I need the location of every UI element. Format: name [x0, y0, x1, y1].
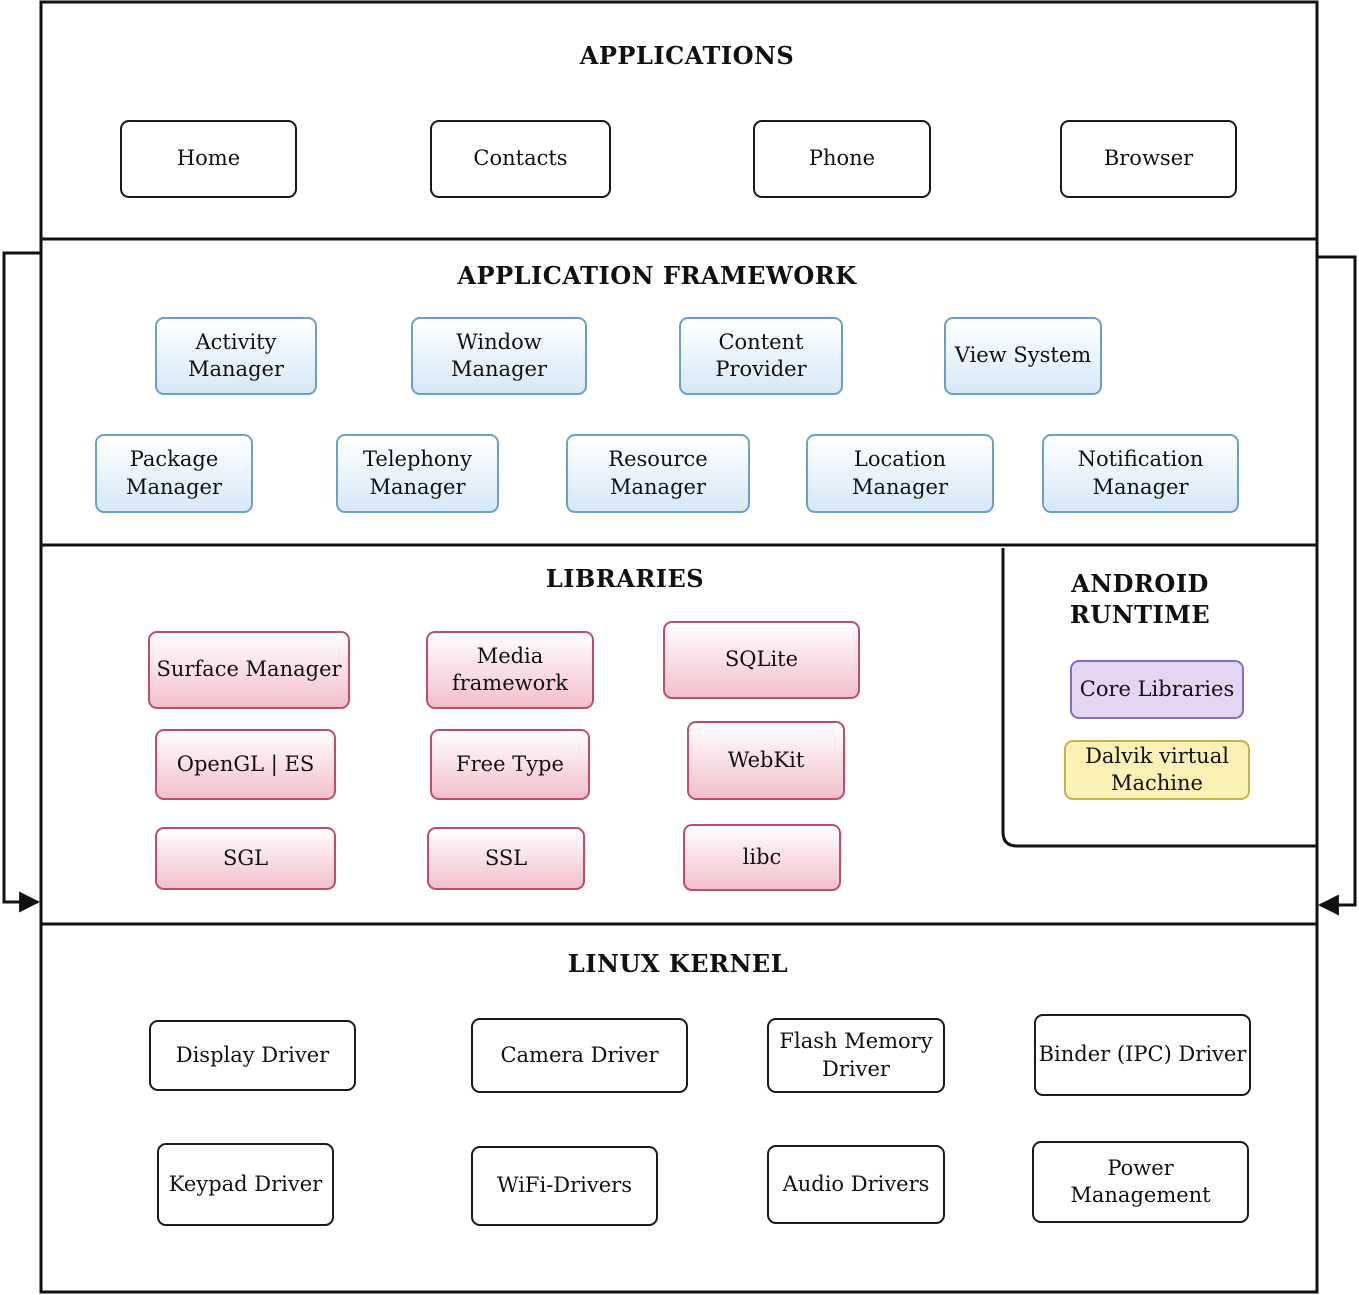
- library-libc-box: libc: [683, 824, 841, 891]
- kernel-flash-memory-driver-box: Flash Memory Driver: [767, 1018, 945, 1093]
- framework-telephony-manager-box: Telephony Manager: [336, 434, 499, 513]
- framework-notification-manager-box: Notification Manager: [1042, 434, 1239, 513]
- kernel-display-driver-box: Display Driver: [149, 1020, 356, 1091]
- applications-title: APPLICATIONS: [579, 41, 795, 70]
- framework-location-manager-box: Location Manager: [806, 434, 994, 513]
- library-sgl-box: SGL: [155, 827, 336, 890]
- kernel-wifi-drivers-box: WiFi-Drivers: [471, 1146, 658, 1226]
- kernel-keypad-driver-box: Keypad Driver: [157, 1143, 334, 1226]
- library-media-framework-box: Media framework: [426, 631, 594, 709]
- left-bypass-arrow: [2, 251, 41, 913]
- library-sqlite-box: SQLite: [663, 621, 860, 699]
- app-home-box: Home: [120, 120, 297, 198]
- kernel-title: LINUX KERNEL: [567, 949, 789, 978]
- libraries-title: LIBRARIES: [545, 564, 705, 593]
- framework-view-system-box: View System: [944, 317, 1102, 395]
- right-bypass-arrow: [1317, 255, 1357, 916]
- library-opengl-es-box: OpenGL | ES: [155, 729, 336, 800]
- library-surface-manager-box: Surface Manager: [148, 631, 350, 709]
- library-webkit-box: WebKit: [687, 721, 845, 800]
- framework-package-manager-box: Package Manager: [95, 434, 253, 513]
- kernel-binder-ipc-driver-box: Binder (IPC) Driver: [1034, 1014, 1251, 1096]
- kernel-camera-driver-box: Camera Driver: [471, 1018, 688, 1093]
- app-browser-box: Browser: [1060, 120, 1237, 198]
- app-phone-box: Phone: [753, 120, 931, 198]
- library-free-type-box: Free Type: [430, 729, 590, 800]
- library-ssl-box: SSL: [427, 827, 585, 890]
- framework-resource-manager-box: Resource Manager: [566, 434, 750, 513]
- framework-activity-manager-box: Activity Manager: [155, 317, 317, 395]
- framework-window-manager-box: Window Manager: [411, 317, 587, 395]
- runtime-dalvik-vm-box: Dalvik virtual Machine: [1064, 740, 1250, 800]
- framework-content-provider-box: Content Provider: [679, 317, 843, 395]
- kernel-audio-drivers-box: Audio Drivers: [767, 1145, 945, 1224]
- app-contacts-box: Contacts: [430, 120, 611, 198]
- runtime-core-libraries-box: Core Libraries: [1070, 660, 1244, 719]
- framework-title: APPLICATION FRAMEWORK: [457, 261, 857, 290]
- kernel-power-management-box: Power Management: [1032, 1141, 1249, 1223]
- android-runtime-title: ANDROID RUNTIME: [1069, 569, 1211, 630]
